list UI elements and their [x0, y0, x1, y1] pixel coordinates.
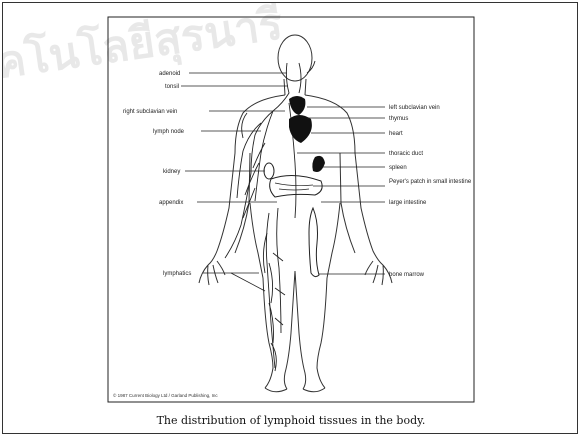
label-spleen: spleen	[389, 165, 407, 171]
kidney-organ	[264, 163, 274, 179]
label-thymus: thymus	[389, 116, 408, 122]
lymph-system-diagram: adenoid tonsil right subclavian vein lym…	[3, 3, 579, 435]
thymus-organ	[289, 96, 305, 115]
label-peyers-patch: Peyer's patch in small intestine	[389, 179, 472, 185]
label-lymph-node: lymph node	[153, 129, 185, 135]
figure-caption: The distribution of lymphoid tissues in …	[3, 414, 579, 427]
label-kidney: kidney	[163, 169, 180, 175]
label-thoracic-duct: thoracic duct	[389, 151, 423, 157]
watermark: คโนโลยีสุรนารี	[3, 3, 286, 91]
heart-organ	[289, 115, 312, 143]
copyright-text: © 1987 Current Biology Ltd / Garland Pub…	[113, 392, 218, 398]
label-large-intestine: large intestine	[389, 200, 427, 206]
label-bone-marrow: bone marrow	[389, 272, 425, 278]
label-right-subclavian-vein: right subclavian vein	[123, 109, 177, 115]
label-left-subclavian-vein: left subclavian vein	[389, 105, 440, 111]
label-appendix: appendix	[159, 200, 183, 206]
spleen-organ	[312, 156, 325, 172]
right-labels: left subclavian vein thymus heart thorac…	[297, 105, 472, 278]
label-tonsil: tonsil	[165, 84, 179, 90]
figure-frame: adenoid tonsil right subclavian vein lym…	[2, 2, 578, 434]
label-heart: heart	[389, 131, 403, 137]
label-adenoid: adenoid	[159, 71, 180, 77]
label-lymphatics: lymphatics	[163, 271, 191, 277]
bone-marrow-organ	[309, 208, 319, 277]
